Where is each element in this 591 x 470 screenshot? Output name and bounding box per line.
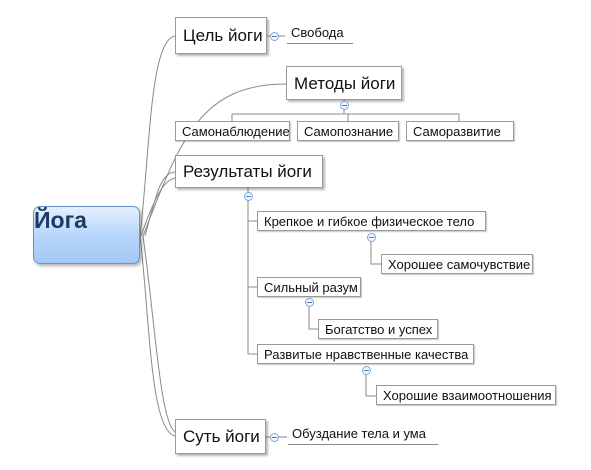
subtopic-self-knowledge[interactable]: Самопознание (297, 121, 399, 141)
link-root-essence-b (142, 235, 176, 433)
minus-circle-icon[interactable] (270, 32, 279, 41)
link-body-child (370, 240, 381, 265)
subtopic-restraint[interactable]: Обуздание тела и ума (288, 425, 438, 445)
link-root-results (144, 171, 176, 237)
topic-essence[interactable]: Суть йоги (175, 419, 266, 454)
subtopic-self-observation[interactable]: Самонаблюдение (175, 121, 290, 141)
root-node[interactable]: Йога (33, 206, 140, 264)
minus-circle-icon[interactable] (270, 433, 279, 442)
result-wealth-success[interactable]: Богатство и успех (318, 319, 438, 339)
link-root-essence (139, 235, 176, 437)
result-wellbeing[interactable]: Хорошее самочувствие (381, 254, 533, 274)
topic-methods[interactable]: Методы йоги (286, 66, 402, 100)
link-moral-child (365, 372, 376, 397)
subtopic-freedom[interactable]: Свобода (287, 24, 353, 44)
minus-circle-icon[interactable] (367, 233, 376, 242)
minus-circle-icon[interactable] (362, 366, 371, 375)
result-strong-body[interactable]: Крепкое и гибкое физическое тело (257, 211, 486, 231)
topic-goal[interactable]: Цель йоги (175, 17, 267, 54)
link-root-results-b (140, 177, 176, 237)
result-good-relationships[interactable]: Хорошие взаимоотношения (376, 385, 556, 405)
result-strong-mind[interactable]: Сильный разум (257, 277, 361, 297)
topic-results[interactable]: Результаты йоги (175, 155, 323, 188)
link-mind-child (308, 304, 318, 330)
minus-circle-icon[interactable] (305, 298, 314, 307)
subtopic-self-development[interactable]: Саморазвитие (406, 121, 514, 141)
minus-circle-icon[interactable] (244, 192, 253, 201)
link-root-goal (139, 35, 176, 237)
result-moral-qualities[interactable]: Развитые нравственные качества (257, 344, 474, 364)
minus-circle-icon[interactable] (340, 101, 349, 110)
